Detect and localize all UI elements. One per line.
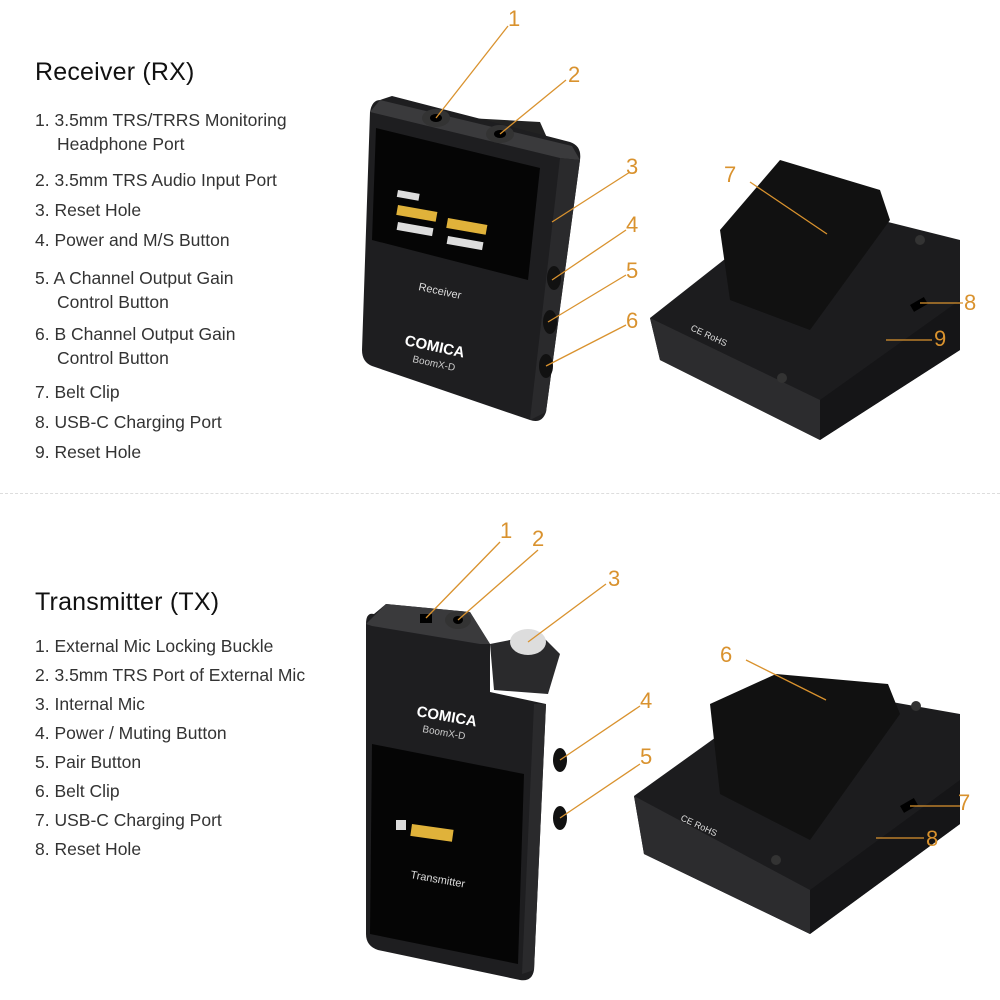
list-item: Headphone Port (57, 134, 185, 154)
callout-3: 3 (626, 154, 639, 179)
callout-7: 7 (958, 790, 971, 815)
transmitter-title: Transmitter (TX) (35, 588, 220, 616)
list-item: 8. USB-C Charging Port (35, 412, 222, 432)
list-item: 3. Reset Hole (35, 200, 142, 220)
callout-3: 3 (608, 566, 621, 591)
transmitter-callout-lines (425, 541, 960, 839)
receiver-device-illustration: COMICA BoomX-D Receiver CE RoHS (362, 25, 963, 440)
list-item: 3. Internal Mic (35, 694, 145, 714)
callout-2: 2 (532, 526, 545, 551)
callout-1: 1 (508, 6, 521, 31)
list-item: 2. 3.5mm TRS Audio Input Port (35, 170, 277, 190)
callout-8: 8 (926, 826, 939, 851)
list-item: 5. Pair Button (35, 752, 142, 772)
list-item: 4. Power and M/S Button (35, 230, 230, 250)
list-item: 6. Belt Clip (35, 781, 120, 801)
callout-8: 8 (964, 290, 977, 315)
list-item: 8. Reset Hole (35, 839, 142, 859)
callout-5: 5 (626, 258, 639, 283)
receiver-screen (372, 128, 540, 280)
receiver-callout-lines (435, 25, 963, 367)
list-item: 5. A Channel Output Gain (35, 268, 234, 288)
callout-7: 7 (724, 162, 737, 187)
callout-9: 9 (934, 326, 947, 351)
list-item: 9. Reset Hole (35, 442, 142, 462)
list-item: 2. 3.5mm TRS Port of External Mic (35, 665, 306, 685)
transmitter-section: Transmitter (TX) 1. External Mic Locking… (0, 494, 1000, 1000)
list-item: 7. USB-C Charging Port (35, 810, 222, 830)
callout-5: 5 (640, 744, 653, 769)
receiver-section: Receiver (RX) 1. 3.5mm TRS/TRRS Monitori… (0, 0, 1000, 493)
callout-6: 6 (626, 308, 639, 333)
list-item: 7. Belt Clip (35, 382, 120, 402)
transmitter-screen (370, 744, 524, 964)
section-divider (0, 493, 1000, 494)
callout-6: 6 (720, 642, 733, 667)
callout-2: 2 (568, 62, 581, 87)
callout-4: 4 (626, 212, 639, 237)
receiver-title: Receiver (RX) (35, 58, 195, 86)
list-item: 6. B Channel Output Gain (35, 324, 236, 344)
list-item: 1. 3.5mm TRS/TRRS Monitoring (35, 110, 287, 130)
callout-4: 4 (640, 688, 653, 713)
list-item: Control Button (57, 292, 169, 312)
list-item: Control Button (57, 348, 169, 368)
callout-1: 1 (500, 518, 513, 543)
list-item: 1. External Mic Locking Buckle (35, 636, 274, 656)
transmitter-device-illustration: COMICA BoomX-D Transmitter CE RoHS (366, 541, 960, 981)
list-item: 4. Power / Muting Button (35, 723, 227, 743)
